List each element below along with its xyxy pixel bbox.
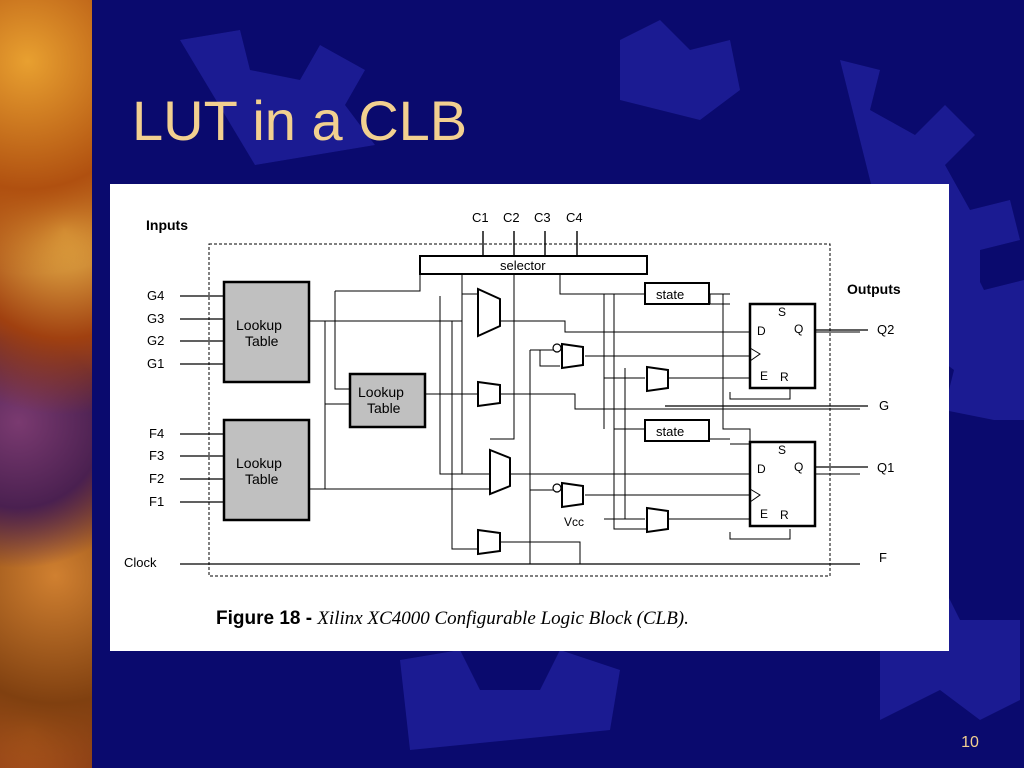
- caption-text: Xilinx XC4000 Configurable Logic Block (…: [317, 608, 689, 629]
- inverter-bubble-q1: [552, 483, 562, 493]
- ff-q2-clock-triangle: [749, 347, 761, 362]
- output-f: F: [879, 550, 887, 565]
- input-g4: G4: [147, 288, 164, 303]
- figure-caption: Figure 18 - Xilinx XC4000 Configurable L…: [216, 608, 689, 630]
- mux-clk-q1: [561, 481, 584, 509]
- ff-q1-e: E: [760, 507, 768, 521]
- lookup-table-h-line2: Table: [367, 400, 401, 416]
- ff-q2-e: E: [760, 369, 768, 383]
- input-f4: F4: [149, 426, 164, 441]
- lookup-table-f-line1: Lookup: [236, 455, 282, 471]
- lookup-table-g-line1: Lookup: [236, 317, 282, 333]
- state-label-q1: state: [656, 424, 684, 439]
- clb-figure-panel: Inputs Outputs C1 C2 C3 C4 selector G4: [110, 184, 949, 651]
- vcc-label: Vcc: [564, 515, 584, 529]
- caption-label: Figure 18 -: [216, 608, 313, 629]
- ff-q2-s: S: [778, 305, 786, 319]
- state-block-q2: [644, 282, 710, 305]
- lookup-table-f-line2: Table: [245, 471, 279, 487]
- input-f1: F1: [149, 494, 164, 509]
- lookup-table-h-line1: Lookup: [358, 384, 404, 400]
- mux-en-q2: [646, 365, 669, 393]
- ff-q1-r: R: [780, 508, 789, 522]
- slide-number: 10: [961, 734, 979, 751]
- flip-flop-q2: [748, 302, 817, 390]
- state-block-q1: [644, 419, 710, 442]
- input-f2: F2: [149, 471, 164, 486]
- input-g3: G3: [147, 311, 164, 326]
- lookup-table-g-line2: Table: [245, 333, 279, 349]
- inputs-header: Inputs: [146, 217, 188, 233]
- mux-h: [477, 380, 501, 408]
- mux-bottom: [477, 528, 501, 556]
- control-input-c1: C1: [472, 210, 489, 225]
- inverter-bubble-q2: [552, 343, 562, 353]
- control-input-c3: C3: [534, 210, 551, 225]
- clb-diagram: Inputs Outputs C1 C2 C3 C4 selector G4: [124, 210, 901, 577]
- gear-icon: [400, 650, 620, 750]
- clb-boundary: [208, 243, 831, 577]
- mux-g: [477, 287, 501, 338]
- output-g: G: [879, 398, 889, 413]
- ff-q1-d: D: [757, 462, 766, 476]
- ff-q2-r: R: [780, 370, 789, 384]
- input-g2: G2: [147, 333, 164, 348]
- state-label-q2: state: [656, 287, 684, 302]
- outputs-header: Outputs: [847, 281, 901, 297]
- lookup-table-h: [348, 372, 427, 429]
- control-input-c4: C4: [566, 210, 583, 225]
- clock-input: Clock: [124, 555, 157, 570]
- ff-q2-d: D: [757, 324, 766, 338]
- gear-icon: [620, 20, 740, 120]
- input-f3: F3: [149, 448, 164, 463]
- lookup-table-g: [222, 280, 311, 384]
- control-input-c2: C2: [503, 210, 520, 225]
- flip-flop-q1: [748, 440, 817, 528]
- lookup-table-f: [222, 418, 311, 522]
- output-q2: Q2: [877, 322, 894, 337]
- selector-block: [419, 255, 648, 275]
- selector-label: selector: [500, 258, 546, 273]
- ff-q2-q: Q: [794, 322, 803, 336]
- ff-q1-clock-triangle: [749, 488, 761, 503]
- ff-q1-s: S: [778, 443, 786, 457]
- slide-title: LUT in a CLB: [132, 89, 468, 152]
- mux-en-q1: [646, 506, 669, 534]
- ff-q1-q: Q: [794, 460, 803, 474]
- input-g1: G1: [147, 356, 164, 371]
- mux-f: [489, 448, 511, 496]
- gear-icon: [180, 30, 375, 165]
- output-q1: Q1: [877, 460, 894, 475]
- mux-clk-q2: [561, 342, 584, 370]
- decorative-side-strip: [0, 0, 92, 768]
